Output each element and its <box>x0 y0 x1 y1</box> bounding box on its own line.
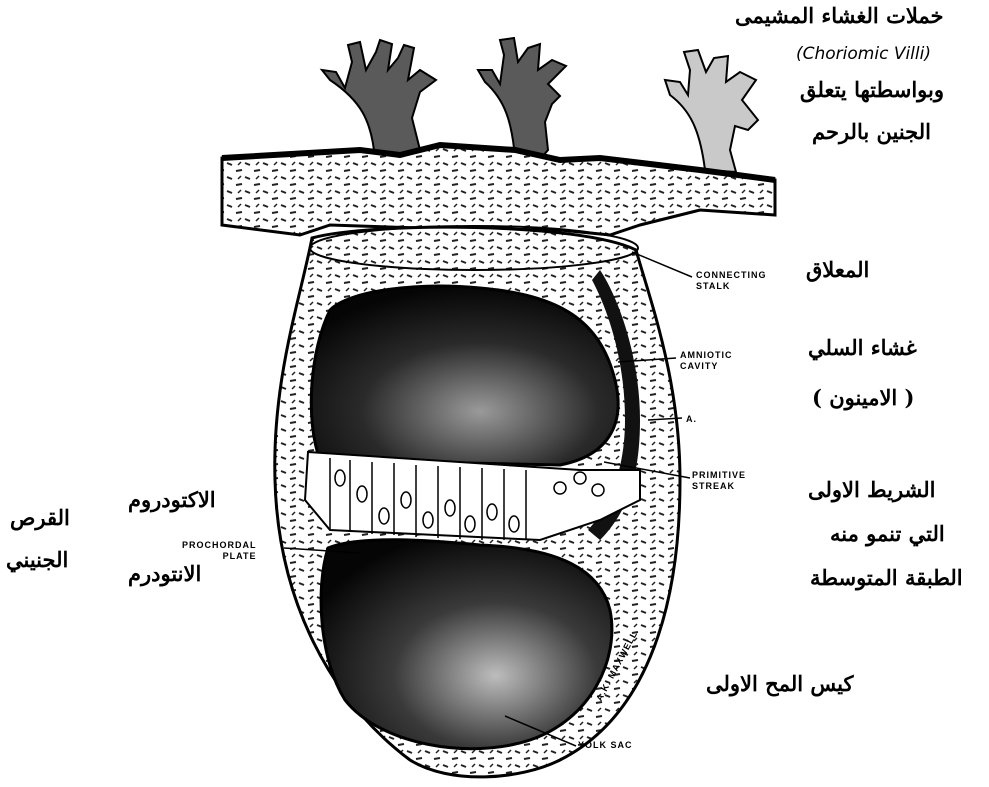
villi-caption-line1: خملات الغشاء المشيمى <box>735 4 944 27</box>
streak-caption-line2: التي تنمو منه <box>830 522 945 545</box>
a-label: A. <box>686 414 697 425</box>
connecting-label-line1: CONNECTING <box>696 270 767 281</box>
primitive-label-line2: STREAK <box>692 481 746 492</box>
amnion-caption-line1: غشاء السلي <box>808 336 917 359</box>
endoderm-caption: الانتودرم <box>128 562 201 585</box>
primitive-streak-label: PRIMITIVE STREAK <box>692 470 746 493</box>
chorionic-plate <box>222 145 775 235</box>
stalk-caption: المعلاق <box>806 258 869 281</box>
ectoderm-caption: الاكتودروم <box>128 488 216 511</box>
villi-caption-latin: (Choriomic Villi) <box>796 44 931 64</box>
yolk-caption: كيس المح الاولى <box>706 672 854 695</box>
disc-caption-line1: القرص <box>10 506 70 529</box>
streak-caption-line1: الشريط الاولى <box>808 478 936 501</box>
villi-caption-line3: الجنين بالرحم <box>812 120 931 143</box>
yolk-sac-label: YOLK SAC <box>578 740 633 751</box>
connecting-stalk-label: CONNECTING STALK <box>696 270 767 293</box>
amniotic-cavity-label: AMNIOTIC CAVITY <box>680 350 733 373</box>
disc-caption-line2: الجنيني <box>6 548 68 571</box>
streak-caption-line3: الطبقة المتوسطة <box>810 566 963 589</box>
amnion-caption-line2: ( الامينون ) <box>812 386 915 409</box>
prochordal-label-line1: PROCHORDAL <box>182 540 257 551</box>
amniotic-label-line2: CAVITY <box>680 361 733 372</box>
primitive-label-line1: PRIMITIVE <box>692 470 746 481</box>
prochordal-label-line2: PLATE <box>182 551 257 562</box>
villi-caption-line2: وبواسطتها يتعلق <box>800 78 944 101</box>
connecting-label-line2: STALK <box>696 281 767 292</box>
embryo-body <box>275 226 680 777</box>
amniotic-label-line1: AMNIOTIC <box>680 350 733 361</box>
prochordal-plate-label: PROCHORDAL PLATE <box>182 540 257 563</box>
